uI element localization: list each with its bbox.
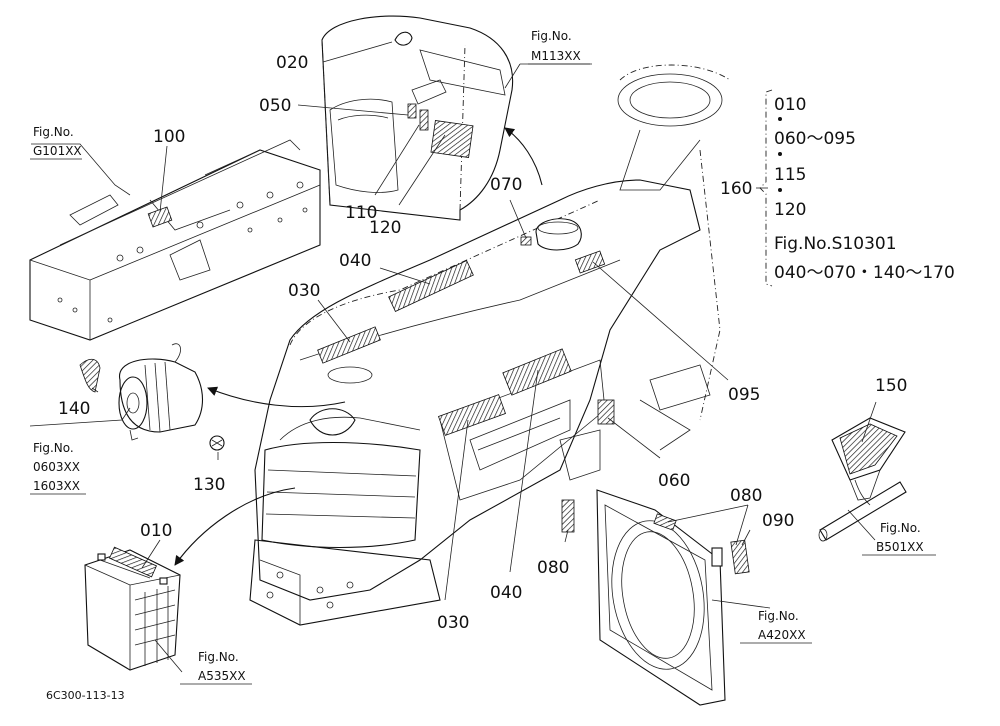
sticker-150 (839, 423, 898, 475)
sticker-040-top (388, 260, 474, 312)
radiator-shroud (596, 489, 726, 706)
leader-lines (29, 41, 877, 673)
fig-a535-title: Fig.No. (198, 650, 239, 664)
fig-b501-code: B501XX (876, 540, 924, 554)
callout-130: 130 (193, 475, 225, 495)
fig-m113-code: M113XX (531, 49, 581, 63)
sticker-090 (730, 539, 750, 575)
sticker-080-shroud (653, 513, 677, 531)
callout-040-bottom: 040 (490, 583, 522, 603)
hood-panel (321, 15, 514, 221)
bracket-160 (759, 89, 773, 287)
callout-080-right: 080 (730, 486, 762, 506)
drawing-code: 6C300-113-13 (46, 689, 125, 702)
bracket-item-5: Fig.No.S10301 (774, 234, 897, 254)
sticker-110 (419, 109, 429, 131)
bracket-item-1: 010 (774, 95, 806, 115)
callout-010: 010 (140, 521, 172, 541)
hood-arrow (504, 127, 543, 186)
tractor-body (249, 64, 731, 626)
sticker-050 (407, 103, 417, 119)
battery (84, 546, 181, 671)
fig-0603-code1: 0603XX (33, 460, 80, 474)
fig-g101-code: G101XX (33, 144, 82, 158)
sticker-080-mid (561, 499, 575, 533)
callout-140: 140 (58, 399, 90, 419)
callout-095: 095 (728, 385, 760, 405)
fig-a420-code: A420XX (758, 628, 806, 642)
fig-b501-title: Fig.No. (880, 521, 921, 535)
callout-160: 160 (720, 179, 752, 199)
bracket-item-6: 040～070・140～170 (774, 263, 955, 283)
callout-080-mid: 080 (537, 558, 569, 578)
callout-070: 070 (490, 175, 522, 195)
callout-110: 110 (345, 203, 377, 223)
fig-a420-title: Fig.No. (758, 609, 799, 623)
fig-g101-title: Fig.No. (33, 125, 74, 139)
fig-0603-title: Fig.No. (33, 441, 74, 455)
fig-m113-title: Fig.No. (531, 29, 572, 43)
callout-050: 050 (259, 96, 291, 116)
callout-040-top: 040 (339, 251, 371, 271)
sticker-040-side (502, 348, 572, 396)
bolt-130 (209, 435, 225, 451)
bracket-item-4: 120 (774, 200, 806, 220)
callout-030-top: 030 (288, 281, 320, 301)
air-cleaner (79, 343, 204, 441)
callout-020: 020 (276, 53, 308, 73)
callout-090: 090 (762, 511, 794, 531)
callout-030-bottom: 030 (437, 613, 469, 633)
sticker-120 (430, 120, 474, 158)
battery-arrow (174, 487, 296, 566)
bracket-item-3: 115 (774, 165, 806, 185)
frame-assembly (29, 139, 321, 341)
sticker-100 (147, 206, 173, 228)
fig-0603-code2: 1603XX (33, 479, 80, 493)
sticker-140 (79, 358, 101, 393)
sticker-095 (574, 250, 606, 274)
sticker-010 (109, 546, 157, 578)
sticker-070 (520, 236, 532, 246)
air-cleaner-arrow (207, 386, 346, 408)
callout-100: 100 (153, 127, 185, 147)
callout-060: 060 (658, 471, 690, 491)
sticker-030-side (437, 394, 507, 436)
callout-120: 120 (369, 218, 401, 238)
fig-a535-code: A535XX (198, 669, 246, 683)
sticker-060 (597, 399, 615, 425)
bracket-item-2: 060～095 (774, 129, 856, 149)
sticker-030-top (317, 326, 381, 364)
tool-box (818, 417, 907, 542)
callout-150: 150 (875, 376, 907, 396)
